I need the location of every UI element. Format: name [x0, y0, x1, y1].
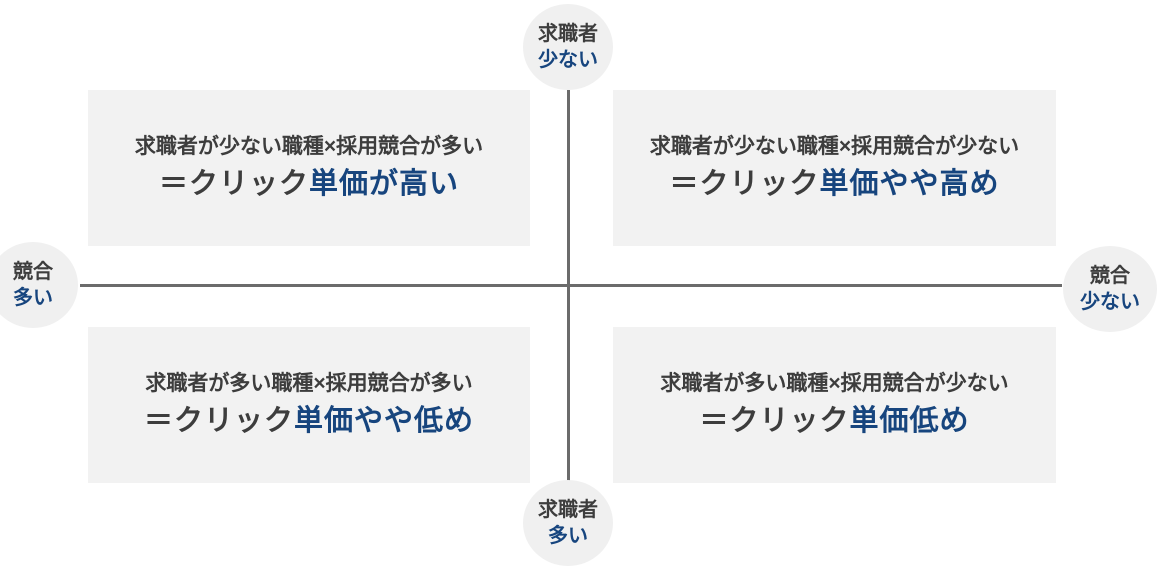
axis-label-primary: 求職者: [538, 23, 598, 45]
quadrant-condition-text: 求職者が少ない職種×採用競合が少ない: [649, 134, 1020, 158]
quadrant-top-right: 求職者が少ない職種×採用競合が少ない ＝クリック単価やや高め: [613, 90, 1056, 246]
horizontal-axis-line: [80, 284, 1062, 287]
result-prefix: ＝クリック: [158, 168, 309, 201]
quadrant-condition-text: 求職者が少ない職種×採用競合が多い: [134, 134, 484, 158]
axis-label-emphasis: 少ない: [538, 49, 598, 71]
result-highlight: 単価やや高め: [819, 168, 1000, 201]
result-highlight: 単価やや低め: [294, 405, 475, 438]
quadrant-result-text: ＝クリック単価やや低め: [144, 404, 474, 439]
axis-label-primary: 競合: [13, 261, 53, 283]
quadrant-result-text: ＝クリック単価が高い: [159, 167, 459, 202]
axis-label-left: 競合 多い: [0, 242, 78, 328]
axis-label-primary: 競合: [1090, 265, 1130, 287]
result-prefix: ＝クリック: [669, 168, 820, 201]
quadrant-top-left: 求職者が少ない職種×採用競合が多い ＝クリック単価が高い: [88, 90, 530, 246]
result-highlight: 単価が高い: [309, 168, 460, 201]
axis-label-right: 競合 少ない: [1063, 246, 1157, 332]
quadrant-bottom-right: 求職者が多い職種×採用競合が少ない ＝クリック単価低め: [613, 327, 1056, 483]
axis-label-emphasis: 多い: [548, 525, 588, 547]
axis-label-emphasis: 多い: [13, 287, 53, 309]
quadrant-result-text: ＝クリック単価低め: [699, 404, 969, 439]
axis-label-bottom: 求職者 多い: [523, 480, 613, 566]
axis-label-primary: 求職者: [538, 499, 598, 521]
quadrant-bottom-left: 求職者が多い職種×採用競合が多い ＝クリック単価やや低め: [88, 327, 530, 483]
result-highlight: 単価低め: [849, 405, 970, 438]
result-prefix: ＝クリック: [699, 405, 850, 438]
axis-label-emphasis: 少ない: [1080, 291, 1140, 313]
quadrant-condition-text: 求職者が多い職種×採用競合が多い: [145, 371, 473, 395]
result-prefix: ＝クリック: [143, 405, 294, 438]
quadrant-condition-text: 求職者が多い職種×採用競合が少ない: [660, 371, 1009, 395]
vertical-axis-line: [567, 90, 570, 492]
quadrant-result-text: ＝クリック単価やや高め: [669, 167, 999, 202]
axis-label-top: 求職者 少ない: [523, 4, 613, 90]
